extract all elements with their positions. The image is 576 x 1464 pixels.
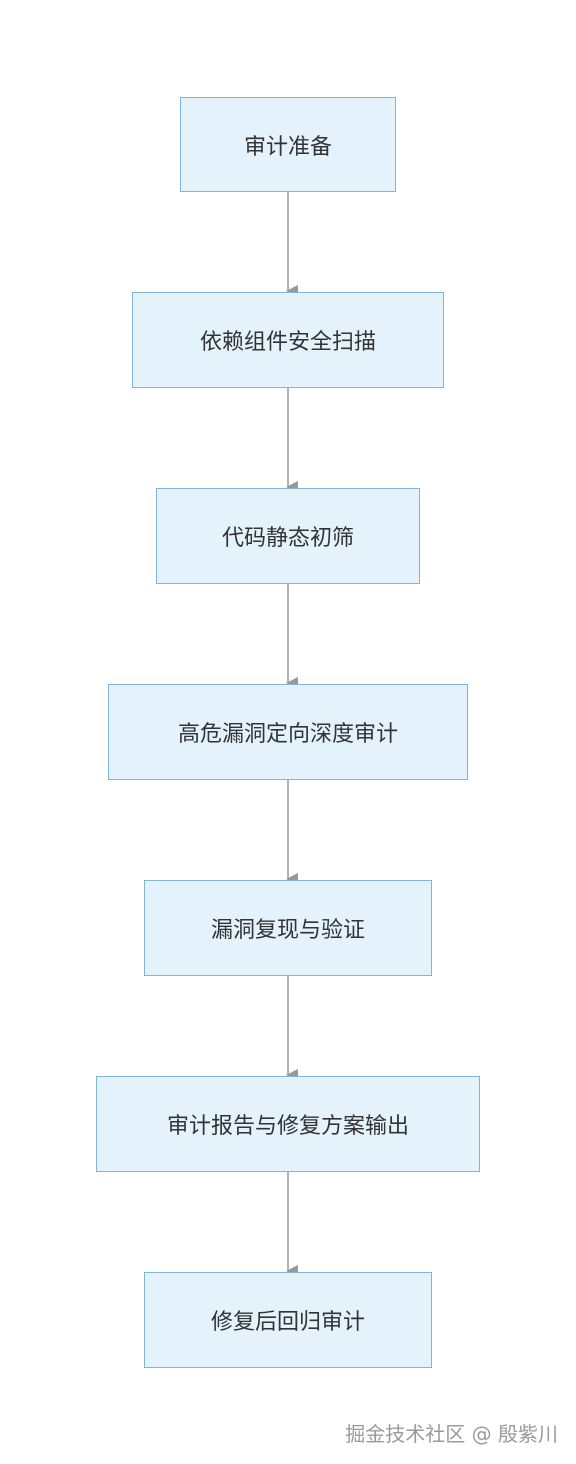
flow-step-label: 依赖组件安全扫描 bbox=[199, 330, 376, 355]
flow-step-reproduce-verify: 漏洞复现与验证 bbox=[144, 880, 432, 976]
flow-step-label: 审计报告与修复方案输出 bbox=[166, 1114, 409, 1139]
flow-step-label: 漏洞复现与验证 bbox=[210, 918, 365, 943]
flow-step-deep-audit: 高危漏洞定向深度审计 bbox=[108, 684, 468, 780]
flow-step-dependency-scan: 依赖组件安全扫描 bbox=[132, 292, 444, 388]
flow-step-static-screening: 代码静态初筛 bbox=[156, 488, 420, 584]
flow-step-regression-audit: 修复后回归审计 bbox=[144, 1272, 432, 1368]
flow-step-label: 高危漏洞定向深度审计 bbox=[177, 722, 398, 747]
flow-step-report-output: 审计报告与修复方案输出 bbox=[96, 1076, 480, 1172]
watermark-text: 掘金技术社区 @ 殷紫川 bbox=[345, 1422, 558, 1446]
flow-step-label: 代码静态初筛 bbox=[221, 526, 354, 551]
flow-step-audit-preparation: 审计准备 bbox=[180, 97, 396, 192]
flow-step-label: 审计准备 bbox=[243, 134, 332, 160]
flow-step-label: 修复后回归审计 bbox=[210, 1310, 365, 1335]
